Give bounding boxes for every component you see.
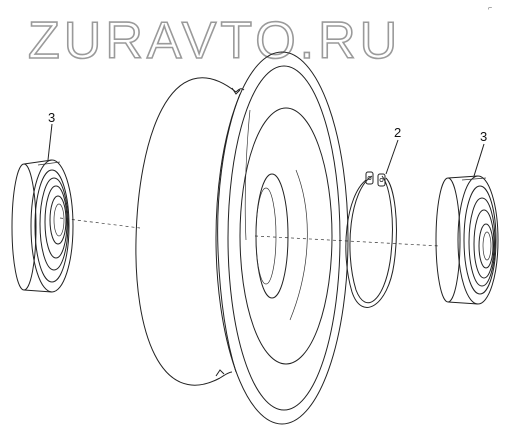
label-circlip: 2 — [394, 125, 401, 140]
center-axis — [59, 217, 441, 247]
left-bearing — [11, 159, 74, 293]
wheel — [135, 51, 349, 425]
right-bearing — [435, 175, 499, 305]
leader-line-right-bearing — [473, 143, 485, 177]
label-left-bearing: 3 — [48, 110, 55, 125]
leader-line-circlip — [385, 139, 399, 175]
watermark-text: ZURAVTO.RU — [28, 12, 401, 70]
label-right-bearing: 3 — [480, 129, 487, 144]
circlip — [345, 171, 397, 308]
corner-mark: ⌐ — [488, 5, 492, 12]
leader-line-left-bearing — [47, 123, 53, 161]
